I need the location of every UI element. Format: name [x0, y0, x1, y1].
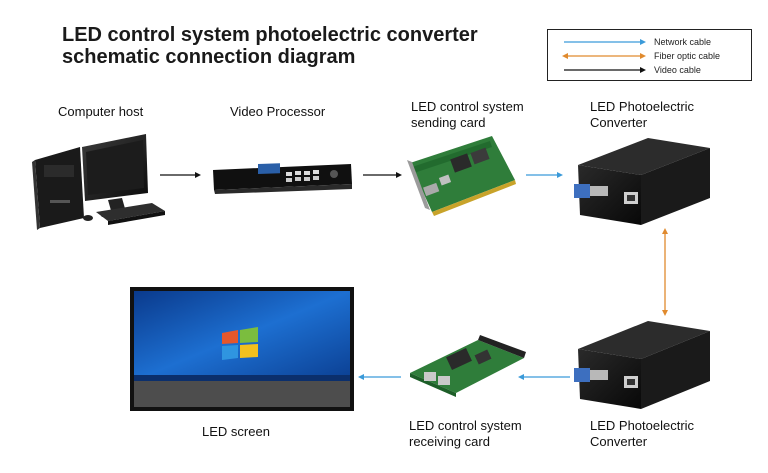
- legend-video-arrow: [564, 67, 646, 73]
- network-cable-receiving-to-screen: [358, 374, 401, 380]
- led-screen-icon: [130, 287, 354, 411]
- legend-fiber-arrow: [562, 53, 646, 59]
- converter-bottom-label: LED Photoelectric Converter: [590, 418, 694, 450]
- diagram-title: LED control system photoelectric convert…: [62, 24, 478, 68]
- legend-network-label: Network cable: [654, 37, 712, 47]
- sending-card-icon: [407, 136, 516, 216]
- legend-network: Network cable: [560, 35, 750, 49]
- computer-host-icon: [32, 134, 165, 230]
- converter-top-label: LED Photoelectric Converter: [590, 99, 694, 131]
- network-cable-sending-to-converter: [526, 172, 563, 178]
- video-cable-computer-to-processor: [160, 172, 201, 178]
- converter-bottom-label-line2: Converter: [590, 434, 648, 449]
- converter-top-icon: [574, 138, 710, 225]
- computer-host-label: Computer host: [58, 104, 144, 119]
- legend-network-arrow: [564, 39, 646, 45]
- title-line-2: schematic connection diagram: [62, 46, 356, 68]
- video-cable-processor-to-sending: [363, 172, 402, 178]
- sending-card-label-line2: sending card: [411, 115, 486, 130]
- receiving-card-icon: [410, 335, 526, 397]
- sending-card-label: LED control system sending card: [411, 99, 524, 131]
- receiving-card-label-line1: LED control system: [409, 418, 522, 433]
- sending-card-label-line1: LED control system: [411, 99, 524, 114]
- legend-video-label: Video cable: [654, 65, 701, 75]
- converter-bottom-label-line1: LED Photoelectric: [590, 418, 695, 433]
- video-processor-icon: [213, 163, 352, 194]
- title-line-1: LED control system photoelectric convert…: [62, 24, 478, 46]
- legend: Network cable Fiber optic cable Video ca…: [547, 29, 752, 81]
- legend-fiber: Fiber optic cable: [560, 49, 750, 63]
- led-screen-label: LED screen: [202, 424, 270, 439]
- receiving-card-label: LED control system receiving card: [409, 418, 522, 450]
- converter-bottom-icon: [574, 321, 710, 409]
- legend-fiber-label: Fiber optic cable: [654, 51, 721, 61]
- fiber-cable-converters: [662, 228, 668, 316]
- network-cable-converter-to-receiving: [518, 374, 570, 380]
- video-processor-label: Video Processor: [230, 104, 326, 119]
- legend-video: Video cable: [560, 63, 750, 77]
- converter-top-label-line2: Converter: [590, 115, 648, 130]
- receiving-card-label-line2: receiving card: [409, 434, 490, 449]
- converter-top-label-line1: LED Photoelectric: [590, 99, 695, 114]
